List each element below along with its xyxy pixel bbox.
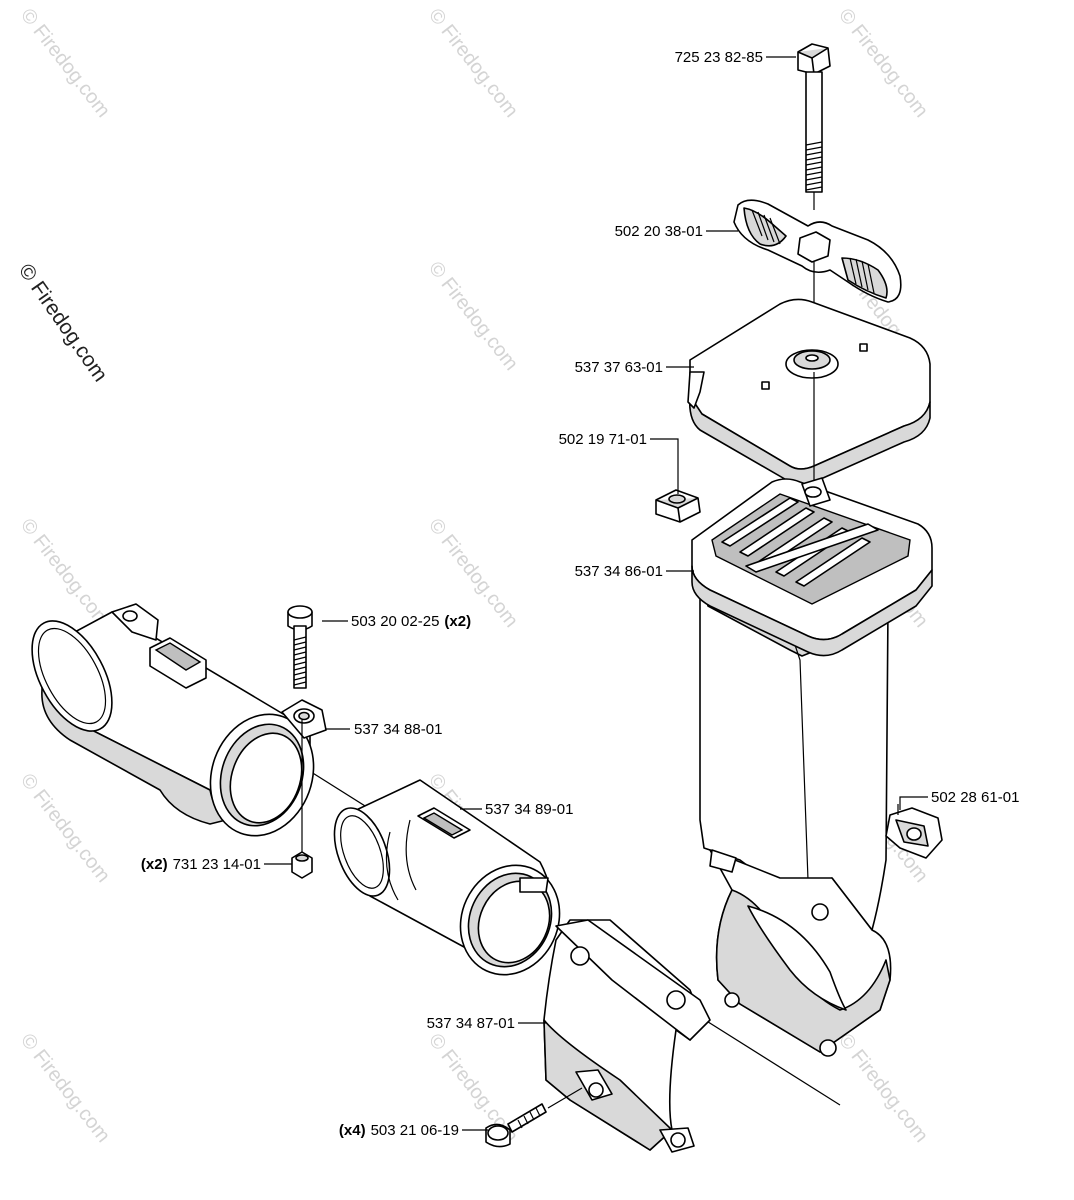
watermark: © Firedog.com — [16, 5, 114, 122]
sleeve-part — [333, 779, 561, 976]
label-bracket: 537 34 87-01 — [427, 1015, 515, 1032]
label-bolt: 725 23 82-85 — [675, 49, 763, 66]
cover-part — [687, 298, 931, 490]
label-handle: 537 34 86-01 — [575, 563, 663, 580]
wing-nut-part — [733, 199, 902, 340]
watermark: © Firedog.com — [16, 770, 114, 887]
hex-nut-part — [291, 851, 313, 879]
watermark: © Firedog.com — [834, 1030, 932, 1147]
watermark: © Firedog.com — [424, 5, 522, 122]
label-clip: 502 28 61-01 — [931, 789, 1019, 806]
label-hex-nut: (x2) 731 23 14-01 — [141, 856, 261, 873]
label-screw-top-qty: (x2) — [444, 613, 471, 630]
handle-part — [691, 477, 933, 931]
label-screw-bottom-number: 503 21 06-19 — [371, 1122, 459, 1139]
label-clamp: 537 34 88-01 — [354, 721, 442, 738]
square-nut-part — [655, 489, 701, 523]
label-screw-bottom: (x4) 503 21 06-19 — [339, 1122, 459, 1139]
watermark: © Firedog.com — [424, 258, 522, 375]
part-labels: 725 23 82-85 502 20 38-01 537 37 63-01 5… — [141, 49, 1020, 1139]
label-sleeve: 537 34 89-01 — [485, 801, 573, 818]
clip-part — [885, 804, 943, 859]
screw-bottom-part — [485, 1087, 583, 1148]
watermark: © Firedog.com — [16, 1030, 114, 1147]
bolt-part — [797, 43, 831, 210]
label-wing-nut: 502 20 38-01 — [615, 223, 703, 240]
label-screw-bottom-qty: (x4) — [339, 1122, 366, 1139]
label-square-nut: 502 19 71-01 — [559, 431, 647, 448]
label-cover: 537 37 63-01 — [575, 359, 663, 376]
label-screw-top: 503 20 02-25 (x2) — [351, 613, 471, 630]
screw-top-part — [287, 605, 313, 854]
handle-lower-clamp — [709, 849, 892, 1057]
watermark: © Firedog.com — [834, 5, 932, 122]
label-hex-nut-number: 731 23 14-01 — [173, 856, 261, 873]
leader-lines — [264, 56, 928, 1131]
clamp-part — [209, 699, 327, 837]
copyright-notice: © Firedog.com — [14, 260, 112, 386]
bracket-part — [543, 919, 711, 1153]
watermark: © Firedog.com — [16, 515, 114, 632]
label-hex-nut-qty: (x2) — [141, 856, 168, 873]
label-screw-top-number: 503 20 02-25 — [351, 613, 439, 630]
